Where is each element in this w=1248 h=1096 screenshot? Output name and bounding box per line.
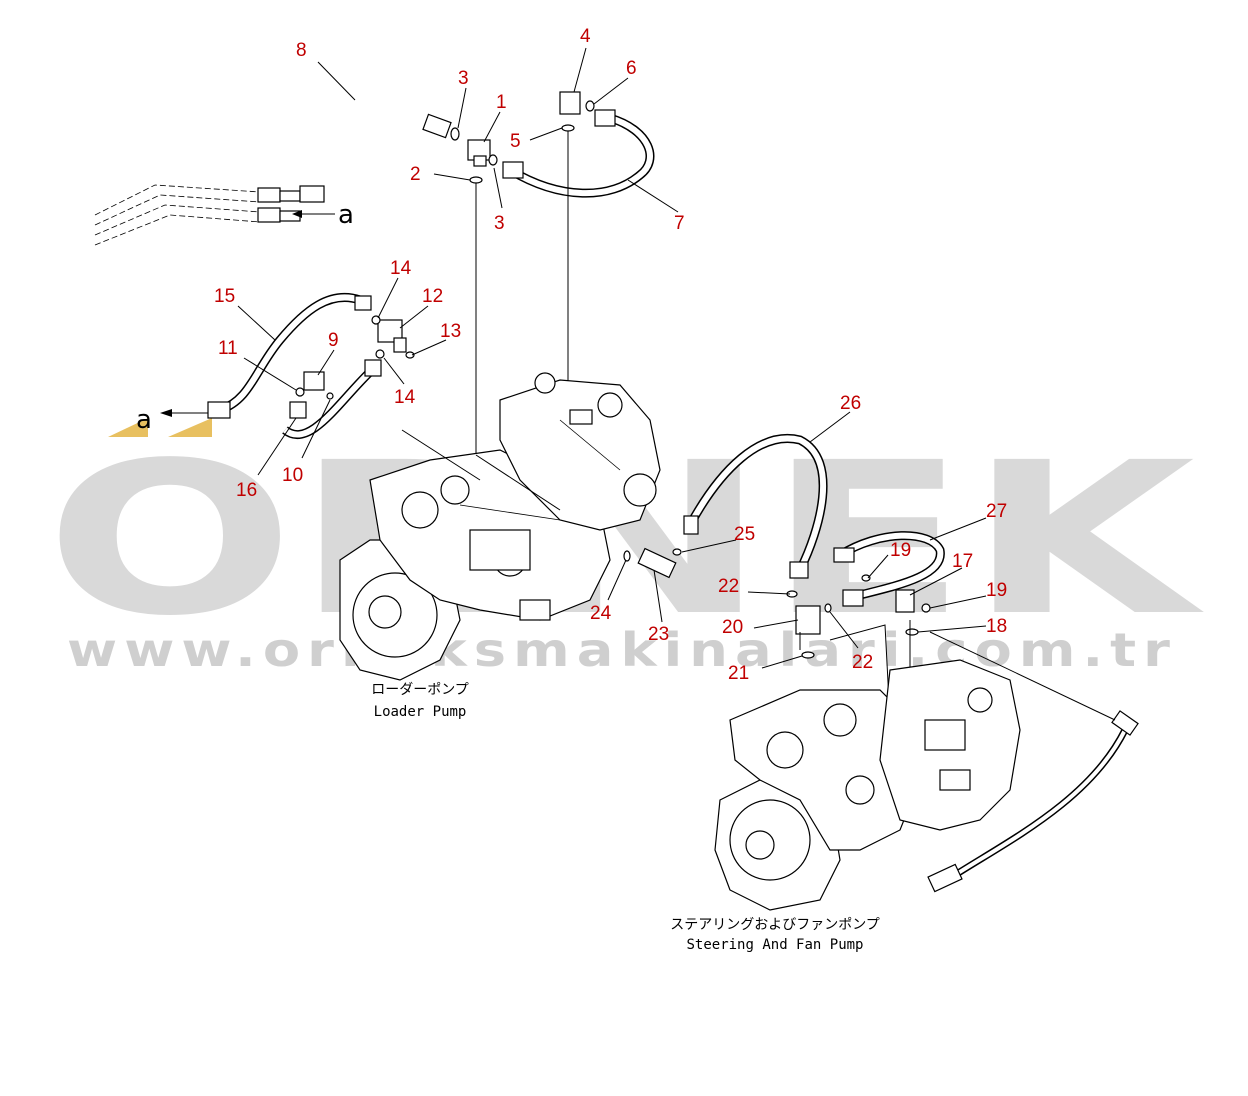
callout-15: 15 (214, 286, 235, 307)
steering-pump (714, 659, 1021, 911)
callout-18: 18 (986, 616, 1007, 637)
hose-26 (683, 434, 828, 579)
reference-letter-left: a (136, 405, 152, 435)
marker-triangle-right (168, 418, 212, 437)
captions: ローダーポンプ Loader Pump ステアリングおよびファンポンプ Stee… (371, 682, 880, 953)
callout-3-top: 3 (458, 68, 469, 89)
callout-7: 7 (674, 213, 685, 234)
callout-4: 4 (580, 26, 591, 47)
callout-12: 12 (422, 286, 443, 307)
callout-10: 10 (282, 465, 303, 486)
hose-continuation (94, 184, 335, 246)
callout-22-right: 22 (852, 652, 873, 673)
callout-5: 5 (510, 131, 521, 152)
steering-pump-caption-jp: ステアリングおよびファンポンプ (670, 917, 880, 933)
watermark-url: www.orneksmakinalari.com.tr (67, 623, 1177, 677)
hose-7 (502, 91, 655, 400)
callout-22-left: 22 (718, 576, 739, 597)
reference-letter-top: a (338, 200, 354, 230)
callout-11: 11 (218, 338, 238, 359)
hose-16 (282, 359, 382, 440)
reference-marker (108, 418, 212, 437)
hose-27 (833, 531, 945, 607)
fitting-group-1 (450, 127, 498, 455)
callout-6: 6 (626, 58, 637, 79)
callout-20: 20 (722, 617, 743, 638)
return-hose (927, 631, 1139, 893)
callout-23: 23 (648, 624, 669, 645)
loader-pump-caption-en: Loader Pump (374, 704, 467, 720)
hose-8 (299, 99, 452, 203)
callout-26: 26 (840, 393, 861, 414)
fittings-17-22 (786, 574, 931, 721)
sensor-23 (623, 547, 682, 579)
marker-triangle-left (108, 418, 148, 437)
callout-labels: 8 3 1 2 3 4 6 5 7 14 12 15 13 9 11 14 16… (214, 26, 1007, 684)
callout-14-top: 14 (390, 258, 412, 279)
callout-9: 9 (328, 330, 339, 351)
callout-8: 8 (296, 40, 307, 61)
leader-lines (237, 47, 987, 669)
steering-pump-caption-en: Steering And Fan Pump (686, 937, 863, 953)
callout-21: 21 (728, 663, 749, 684)
callout-2: 2 (410, 164, 421, 185)
callout-25: 25 (734, 524, 755, 545)
callout-1: 1 (496, 92, 507, 113)
callout-3-bottom: 3 (494, 213, 505, 234)
fittings-9-14 (295, 315, 415, 400)
hose-15 (160, 292, 372, 419)
callout-19-top: 19 (890, 540, 911, 561)
callout-14-bottom: 14 (394, 387, 416, 408)
callout-24: 24 (590, 603, 612, 624)
callout-19-right: 19 (986, 580, 1007, 601)
callout-13: 13 (440, 321, 461, 342)
callout-16: 16 (236, 480, 257, 501)
loader-pump (339, 372, 661, 681)
loader-pump-caption-jp: ローダーポンプ (371, 682, 469, 698)
callout-17: 17 (952, 551, 973, 572)
callout-27: 27 (986, 501, 1007, 522)
